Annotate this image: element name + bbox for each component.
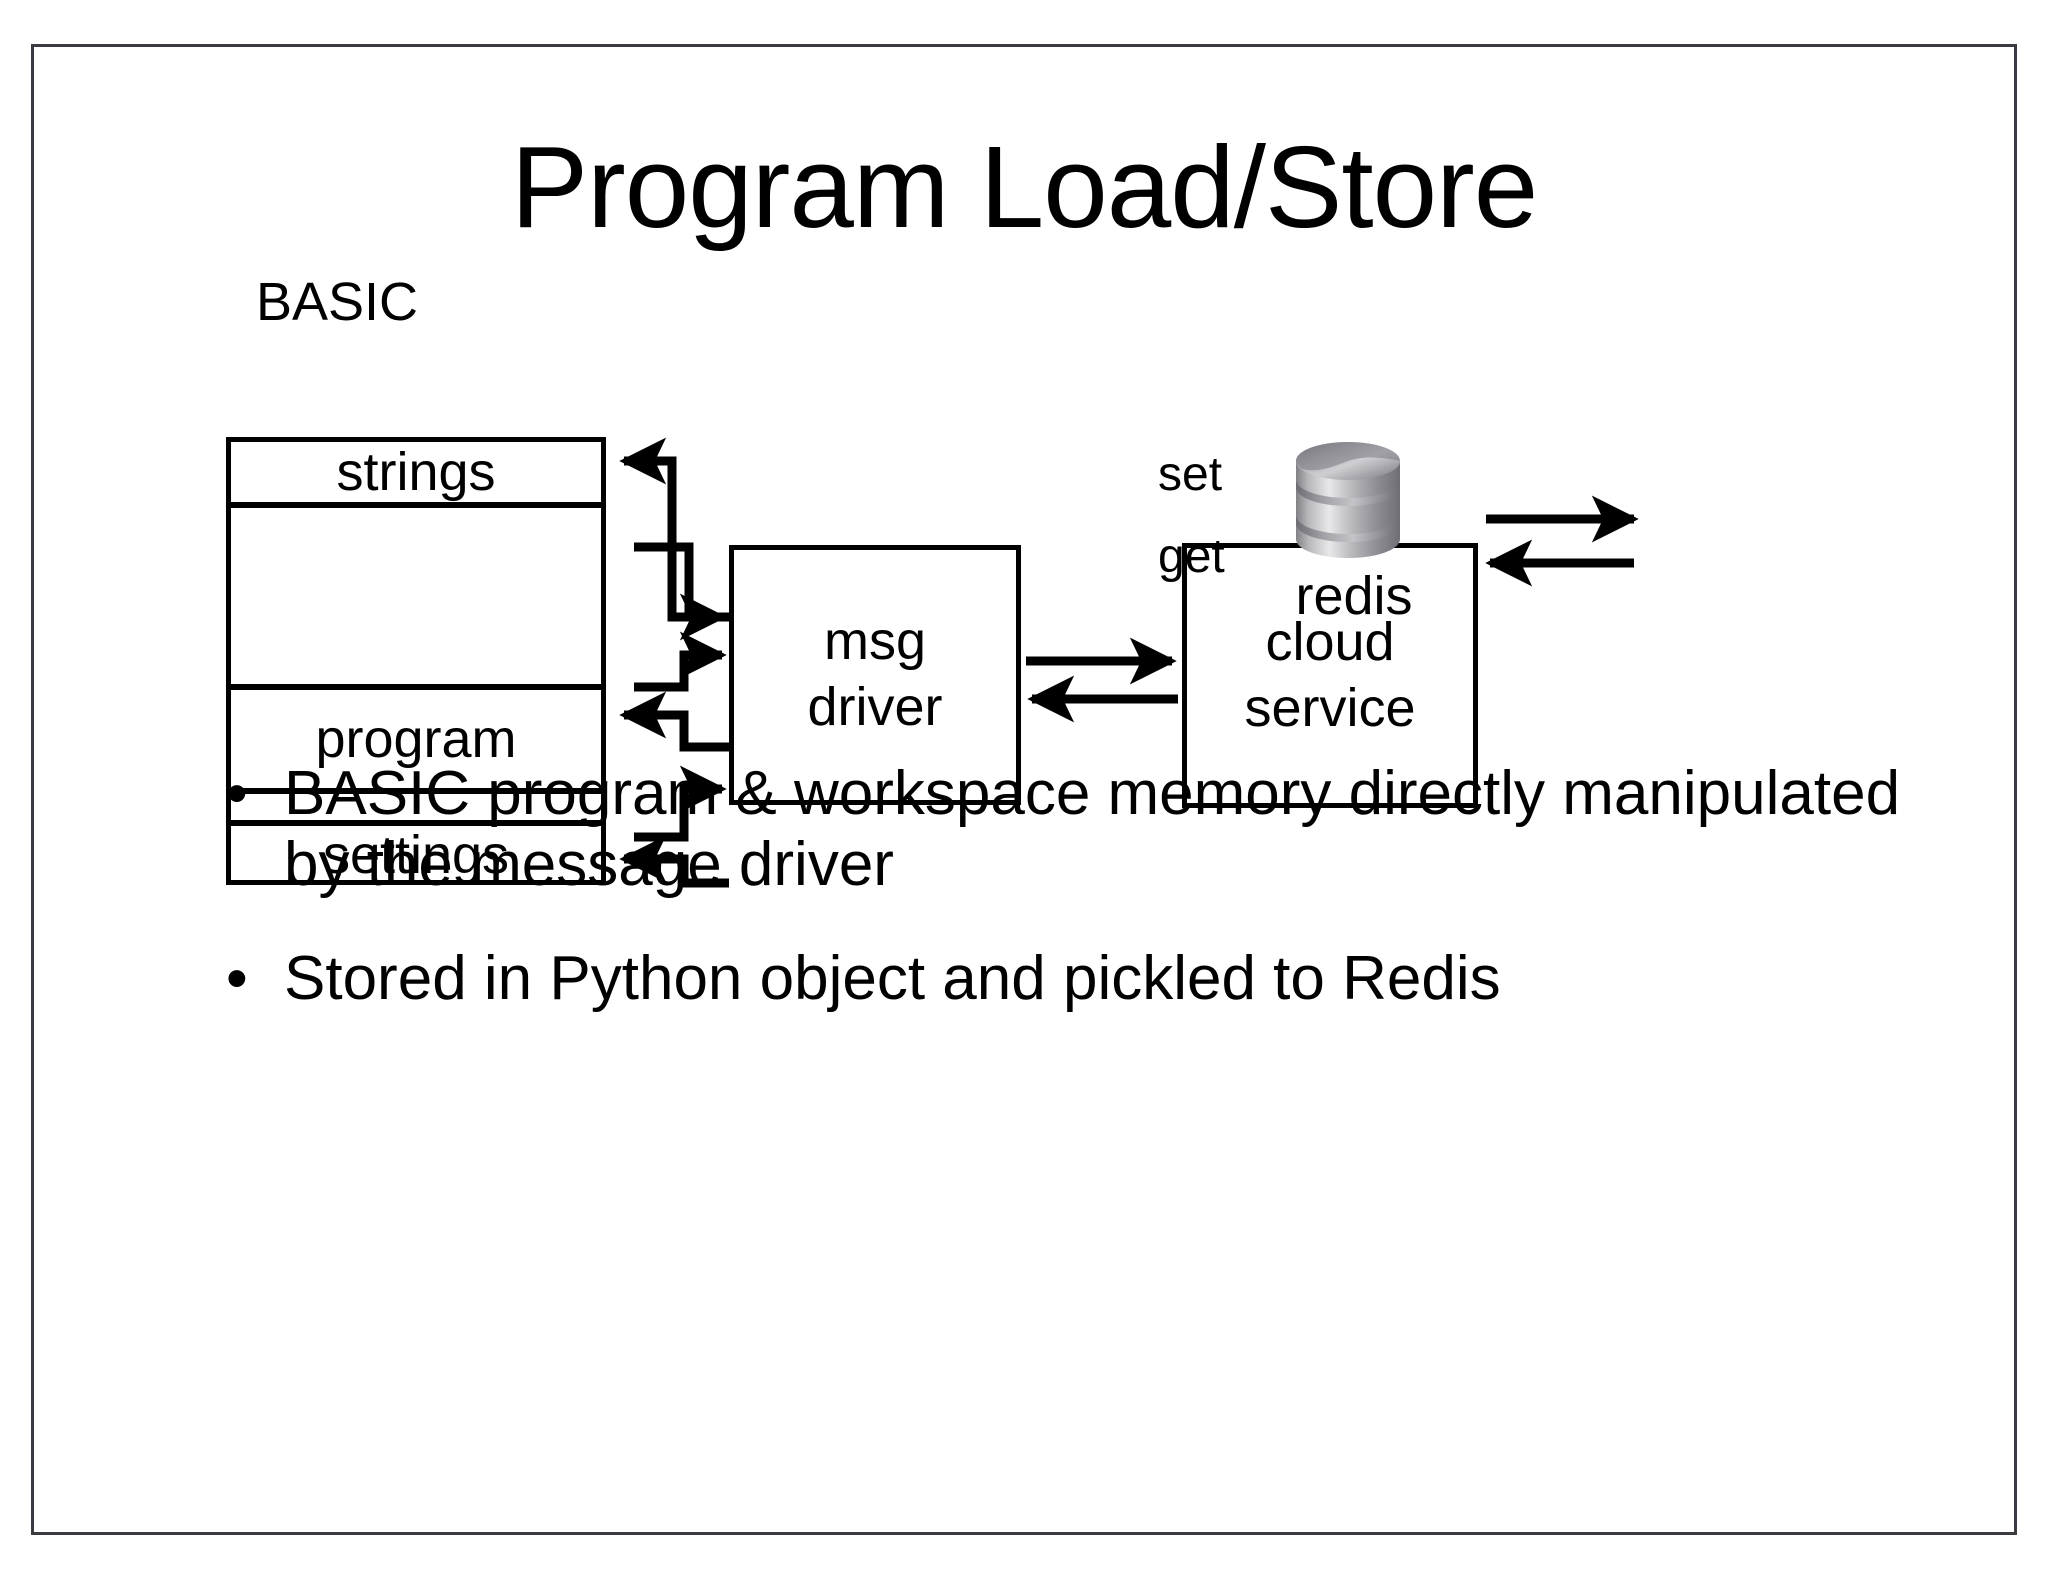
memory-segment-settings: settings [322,825,510,885]
node-msg-driver: msg driver [729,545,1021,805]
datastore-redis: redis [1262,439,1472,649]
datastore-label: redis [1295,566,1413,626]
bullet-list: • BASIC program & workspace memory direc… [226,759,1926,1059]
node-cloud-service: cloud service [1182,543,1478,808]
memory-segment-program: program [231,690,601,794]
bullet-marker-icon: • [226,759,248,828]
page-title: Program Load/Store [510,122,1539,252]
basic-memory-column: strings program settings [226,437,606,885]
edge-program-to-msgdriver [634,631,727,692]
edge-msgdriver-to-strings [619,437,729,622]
list-item: • Stored in Python object and pickled to… [226,944,1926,1015]
database-cylinder-icon [1296,442,1400,558]
slide-frame: Program Load/Store BASIC strings program… [31,44,2017,1535]
edge-msgdriver-to-program [619,691,729,752]
bullet-text: Stored in Python object and pickled to R… [284,944,1501,1014]
memory-segment-spacer [231,794,601,826]
edge-memory-to-msgdriver-top [634,542,727,641]
memory-segment-workspace [231,508,601,690]
memory-segment-strings: strings [231,442,601,508]
node-cloud-service-line1: cloud [1265,611,1395,672]
architecture-diagram: BASIC strings program settings msg drive… [34,47,2020,1538]
bullet-text: BASIC program & workspace memory directl… [284,759,1901,899]
bullet-marker-icon: • [226,944,248,1014]
node-msg-driver-line2: driver [807,677,943,737]
edge-label-set: set [1158,448,1223,501]
list-item: • BASIC program & workspace memory direc… [226,759,1926,900]
node-msg-driver-line1: msg [823,611,926,672]
memory-column-title: BASIC [256,272,419,332]
edge-label-get: get [1158,530,1225,583]
node-cloud-service-line2: service [1244,677,1416,738]
